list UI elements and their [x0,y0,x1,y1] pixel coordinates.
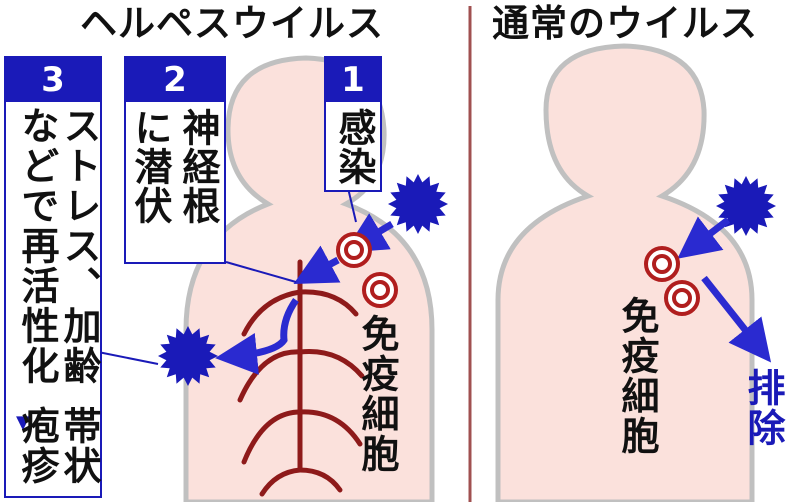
nerve-icon [237,259,365,497]
infection-arrow [677,216,731,259]
immune-cell-label-left: 免疫細胞 [355,314,399,474]
title-normal: 通常のウイルス [492,2,758,45]
immune-cell-ring [362,272,398,308]
step-1-number: 1 [324,56,382,102]
callout-line-2 [225,261,297,283]
virus-icon [388,174,448,234]
immune-cell-label-right: 免疫細胞 [615,296,659,456]
immune-cell-icon [336,232,372,268]
step-2-number: 2 [124,56,226,102]
virus-body [388,174,448,234]
step-2-text: 神経根に潜伏 [124,100,226,264]
virus-body [716,176,776,236]
immune-cell-icon [664,280,700,316]
excretion-arrow [701,275,772,363]
immune-cell-ring [664,280,700,316]
step-3-text-main: ストレス、加齢などで再活性化 [15,106,101,386]
body-silhouette-icon [495,43,755,502]
virus-icon [716,176,776,236]
callout-line-3 [97,351,159,365]
immune-cell-icon [644,246,680,282]
immune-cell-ring [652,254,672,274]
immune-cell-ring [644,246,680,282]
immune-cell-ring [344,240,364,260]
step-3-text-result: 帯状疱疹 [15,406,101,486]
virus-icon [158,326,218,386]
immune-cell-ring [672,288,692,308]
step-3-box: ストレス、加齢などで再活性化 ▼ 帯状疱疹 [4,100,102,498]
excretion-label: 排除 [741,368,785,448]
immune-cell-ring [370,280,390,300]
step-3-arrow: ▼ [16,412,30,433]
latency-arrow [293,245,341,284]
title-herpes: ヘルペスウイルス [80,2,384,45]
reactivation-arrow [215,297,299,375]
virus-body [158,326,218,386]
step-1-text: 感染 [324,100,382,192]
immune-cell-ring [336,232,372,268]
immune-cell-icon [362,272,398,308]
step-3-number: 3 [4,56,102,102]
callout-line-1 [347,187,357,223]
